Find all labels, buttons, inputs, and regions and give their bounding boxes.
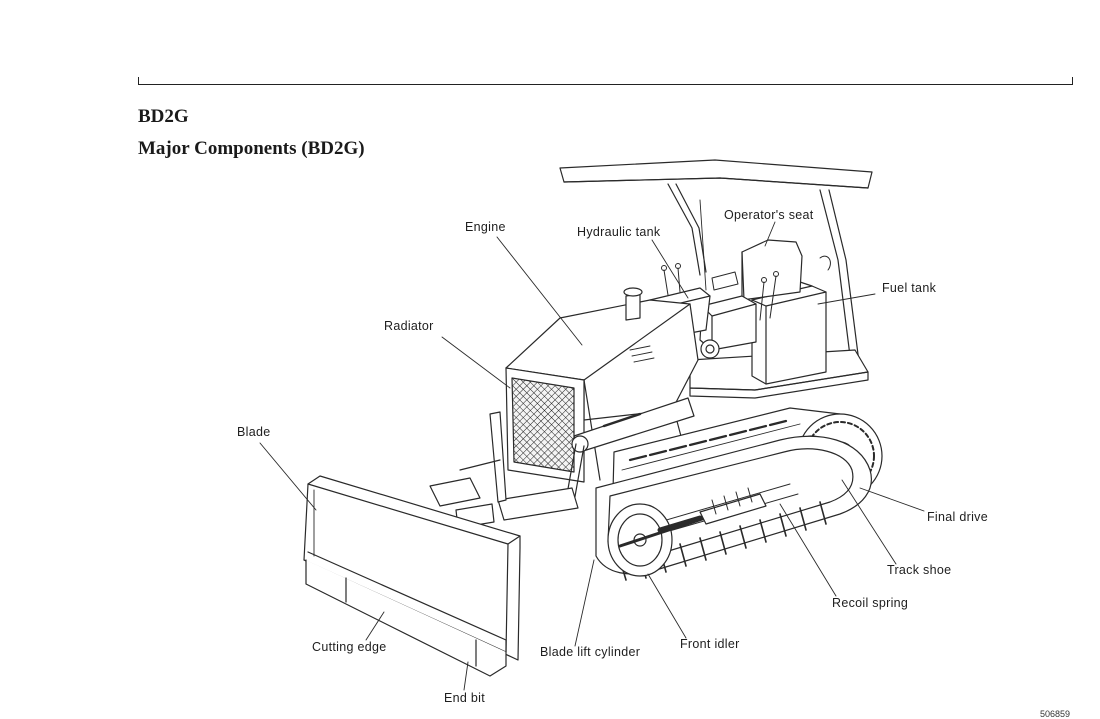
label-track-shoe: Track shoe: [887, 563, 952, 577]
label-operators-seat: Operator's seat: [724, 208, 814, 222]
header-rule-tick-left: [138, 77, 139, 85]
label-end-bit: End bit: [444, 691, 486, 705]
label-blade: Blade: [237, 425, 271, 439]
section-title: Major Components (BD2G): [138, 138, 365, 159]
label-final-drive: Final drive: [927, 510, 988, 524]
blade-shape: [303, 475, 521, 677]
header-rule-tick-right: [1072, 77, 1073, 85]
recoil-spring-shape: [618, 487, 767, 548]
rops-canopy: [559, 159, 873, 373]
header-rule: [138, 84, 1073, 85]
label-fuel-tank: Fuel tank: [882, 281, 937, 295]
push-arm: [429, 411, 579, 529]
control-levers: [661, 255, 831, 321]
fuel-tank-shape: [751, 281, 827, 385]
label-front-idler: Front idler: [680, 637, 740, 651]
model-title: BD2G: [138, 106, 189, 127]
label-radiator: Radiator: [384, 319, 434, 333]
label-cutting-edge: Cutting edge: [312, 640, 387, 654]
label-recoil-spring: Recoil spring: [832, 596, 909, 610]
leader-lines: [259, 221, 925, 691]
label-blade-lift-cylinder: Blade lift cylinder: [540, 645, 641, 659]
operator-seat-shape: [699, 239, 803, 359]
label-hydraulic-tank: Hydraulic tank: [577, 225, 661, 239]
lift-cylinder-shape: [565, 397, 695, 503]
figure-code: 506859: [1040, 709, 1071, 719]
radiator-grille: [505, 367, 585, 483]
label-engine: Engine: [465, 220, 506, 234]
